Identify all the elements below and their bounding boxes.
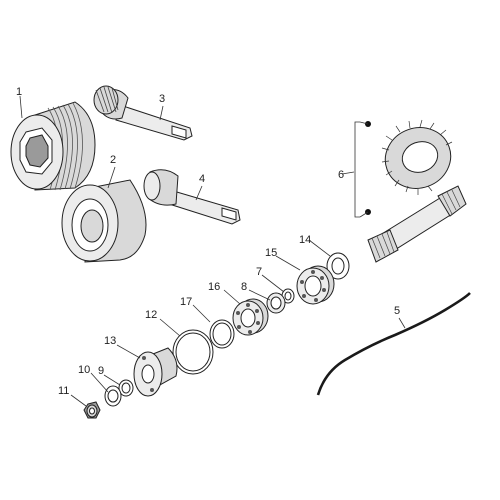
part-7-ring [281,288,295,304]
callout-11: 11 [58,385,69,397]
callout-3: 3 [159,93,165,105]
callout-2: 2 [110,154,116,166]
part-6-gear-set [354,119,467,263]
part-9-small-ring [118,379,134,397]
part-12-large-ring [172,329,214,375]
callout-14: 14 [299,234,311,246]
leader-lines [19,95,406,407]
part-11-nut [83,401,101,419]
callout-10: 10 [78,364,90,376]
part-2-hub [61,179,147,263]
part-16-bearing [232,298,269,336]
part-4-stepped-shaft [143,169,241,225]
callout-15: 15 [265,247,277,259]
part-1-ribbed-pulley [10,101,96,191]
callout-6: 6 [338,169,344,181]
callout-13: 13 [104,335,116,347]
part-3-pinion-shaft [93,85,193,141]
part-10-washer [104,385,122,407]
part-5-belt [316,292,471,396]
part-8-spacer-ring [266,292,286,314]
callout-8: 8 [241,281,247,293]
callout-16: 16 [208,281,220,293]
part-17-snap-ring [209,319,235,349]
callout-4: 4 [199,173,205,185]
part-13-flange [133,347,178,397]
callout-1: 1 [16,86,22,98]
callout-labels: 1 2 3 4 5 6 7 8 9 10 11 12 13 14 15 16 1… [16,86,400,397]
callout-9: 9 [98,365,104,377]
callout-5: 5 [394,305,400,317]
part-14-washer [326,252,350,280]
callout-17: 17 [180,296,192,308]
callout-7: 7 [256,266,262,278]
part-15-bearing [296,265,335,305]
callout-12: 12 [145,309,157,321]
